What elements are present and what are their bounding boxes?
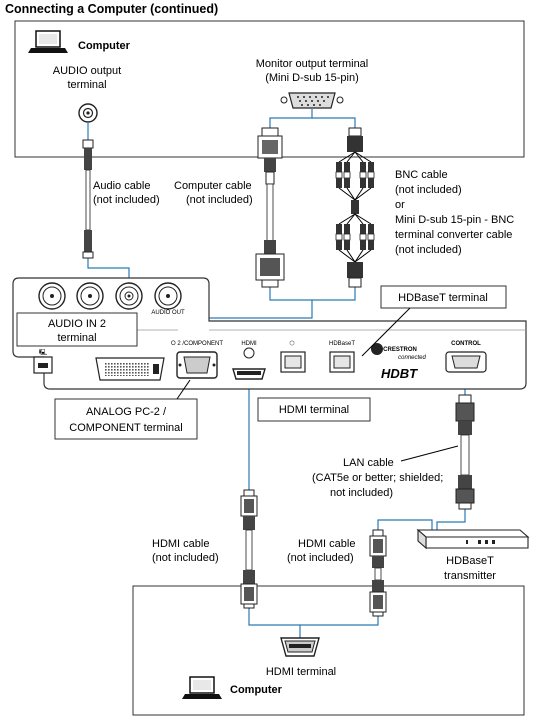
audio-out-panel-label: AUDIO OUT [151,310,185,316]
audio-cable-label-2: (not included) [93,194,160,206]
bnc-cable [335,127,375,288]
analog-label-2: COMPONENT terminal [69,422,182,434]
audio-in2-label-1: AUDIO IN 2 [48,318,106,330]
computer-cable [255,127,285,288]
hdbaset-terminal-pointer [361,307,411,357]
monitor-output-label-2: (Mini D-sub 15-pin) [265,72,359,84]
laptop-bottom-icon [182,676,222,699]
lan-cable [455,394,475,510]
hdbaset-terminal-callout [380,285,507,309]
lan-label-2: (CAT5e or better; shielded; [312,472,443,484]
control-port [445,351,487,373]
audio-in2-label-2: terminal [57,332,96,344]
audio-output-jack [78,103,98,123]
hdmi-cable-left [240,489,258,609]
monitor-output-port [280,92,344,109]
control-panel-label: CONTROL [451,341,481,347]
lan-pointer [400,445,459,462]
computer-top-label: Computer [78,40,131,52]
analog-label-1: ANALOG PC-2 / [86,406,167,418]
hdmi-cable-right [369,529,387,617]
lan-port: ⬡ [280,340,306,373]
bnc-label-6: (not included) [395,244,462,256]
bnc-label-3: or [395,199,405,211]
vga-join-line [269,287,356,301]
audio-cable [82,139,94,259]
page-title: Connecting a Computer (continued) [5,2,218,16]
hdmi-line-bottom-left [248,608,301,638]
component-panel-label: ⭘ 2 /COMPONENT [171,340,223,347]
analog-callout [54,398,198,440]
audio-output-label-2: terminal [67,79,106,91]
hdbaset-port [329,351,355,373]
hdmi-output-port [280,637,320,657]
bnc-label-4: Mini D-sub 15-pin - BNC [395,214,514,226]
monitor-output-label-1: Monitor output terminal [256,58,369,70]
monitor-line-right [312,117,356,128]
hdmi-left-label-2: (not included) [152,552,219,564]
crestron-text: CRESTRON [383,347,417,353]
connected-text: connected [398,355,426,361]
hdmi-terminal-label: HDMI terminal [279,404,349,416]
laptop-icon [28,30,68,53]
hdmi-line-bottom-right [300,616,379,626]
rca-jack-1 [38,282,66,310]
hdbaset-panel-label: HDBaseT [329,341,355,347]
computer-cable-label-1: Computer cable [174,180,252,192]
hdmi-terminal-callout [257,397,371,422]
bnc-label-2: (not included) [395,184,462,196]
bnc-label-1: BNC cable [395,169,448,181]
hdbt-logo: HDBT [381,366,418,381]
bottom-hdmi-terminal-label: HDMI terminal [266,666,336,678]
monitor-line-left [269,109,313,128]
audio-in2-callout [16,312,138,347]
lan-line-bottom [436,509,466,530]
usb-port: 🖳 [33,348,53,374]
audio-output-label-1: AUDIO output [53,65,121,77]
transmitter-label-2: transmitter [444,570,496,582]
hdmi-right-label-2: (not included) [287,552,354,564]
analog-pc2-port [176,351,218,379]
lan-label-3: not included) [330,487,393,499]
transmitter-line [377,519,433,530]
audio-in-2-jack [115,282,143,310]
rca-jack-2 [76,282,104,310]
lan-label-1: LAN cable [343,457,394,469]
audio-cable-label-1: Audio cable [93,180,151,192]
network-icon: ⬡ [289,340,294,347]
hdbaset-transmitter [416,528,530,550]
crestron-logo: CRESTRON connected [371,343,427,361]
computer-bottom-box [132,585,525,716]
hdmi-input-port [232,347,266,380]
hdbaset-terminal-label: HDBaseT terminal [398,292,488,304]
hdmi-right-label-1: HDMI cable [298,538,355,550]
usb-icon: 🖳 [39,348,47,356]
hdmi-left-label-1: HDMI cable [152,538,209,550]
hdmi-panel-label: HDMI [241,341,257,347]
bnc-label-5: terminal converter cable [395,229,512,241]
computer-cable-label-2: (not included) [186,194,253,206]
audio-out-jack [154,282,182,310]
dvi-port [95,357,165,381]
computer-bottom-label: Computer [230,684,283,696]
analog-pointer [176,379,191,400]
transmitter-label-1: HDBaseT [446,555,494,567]
